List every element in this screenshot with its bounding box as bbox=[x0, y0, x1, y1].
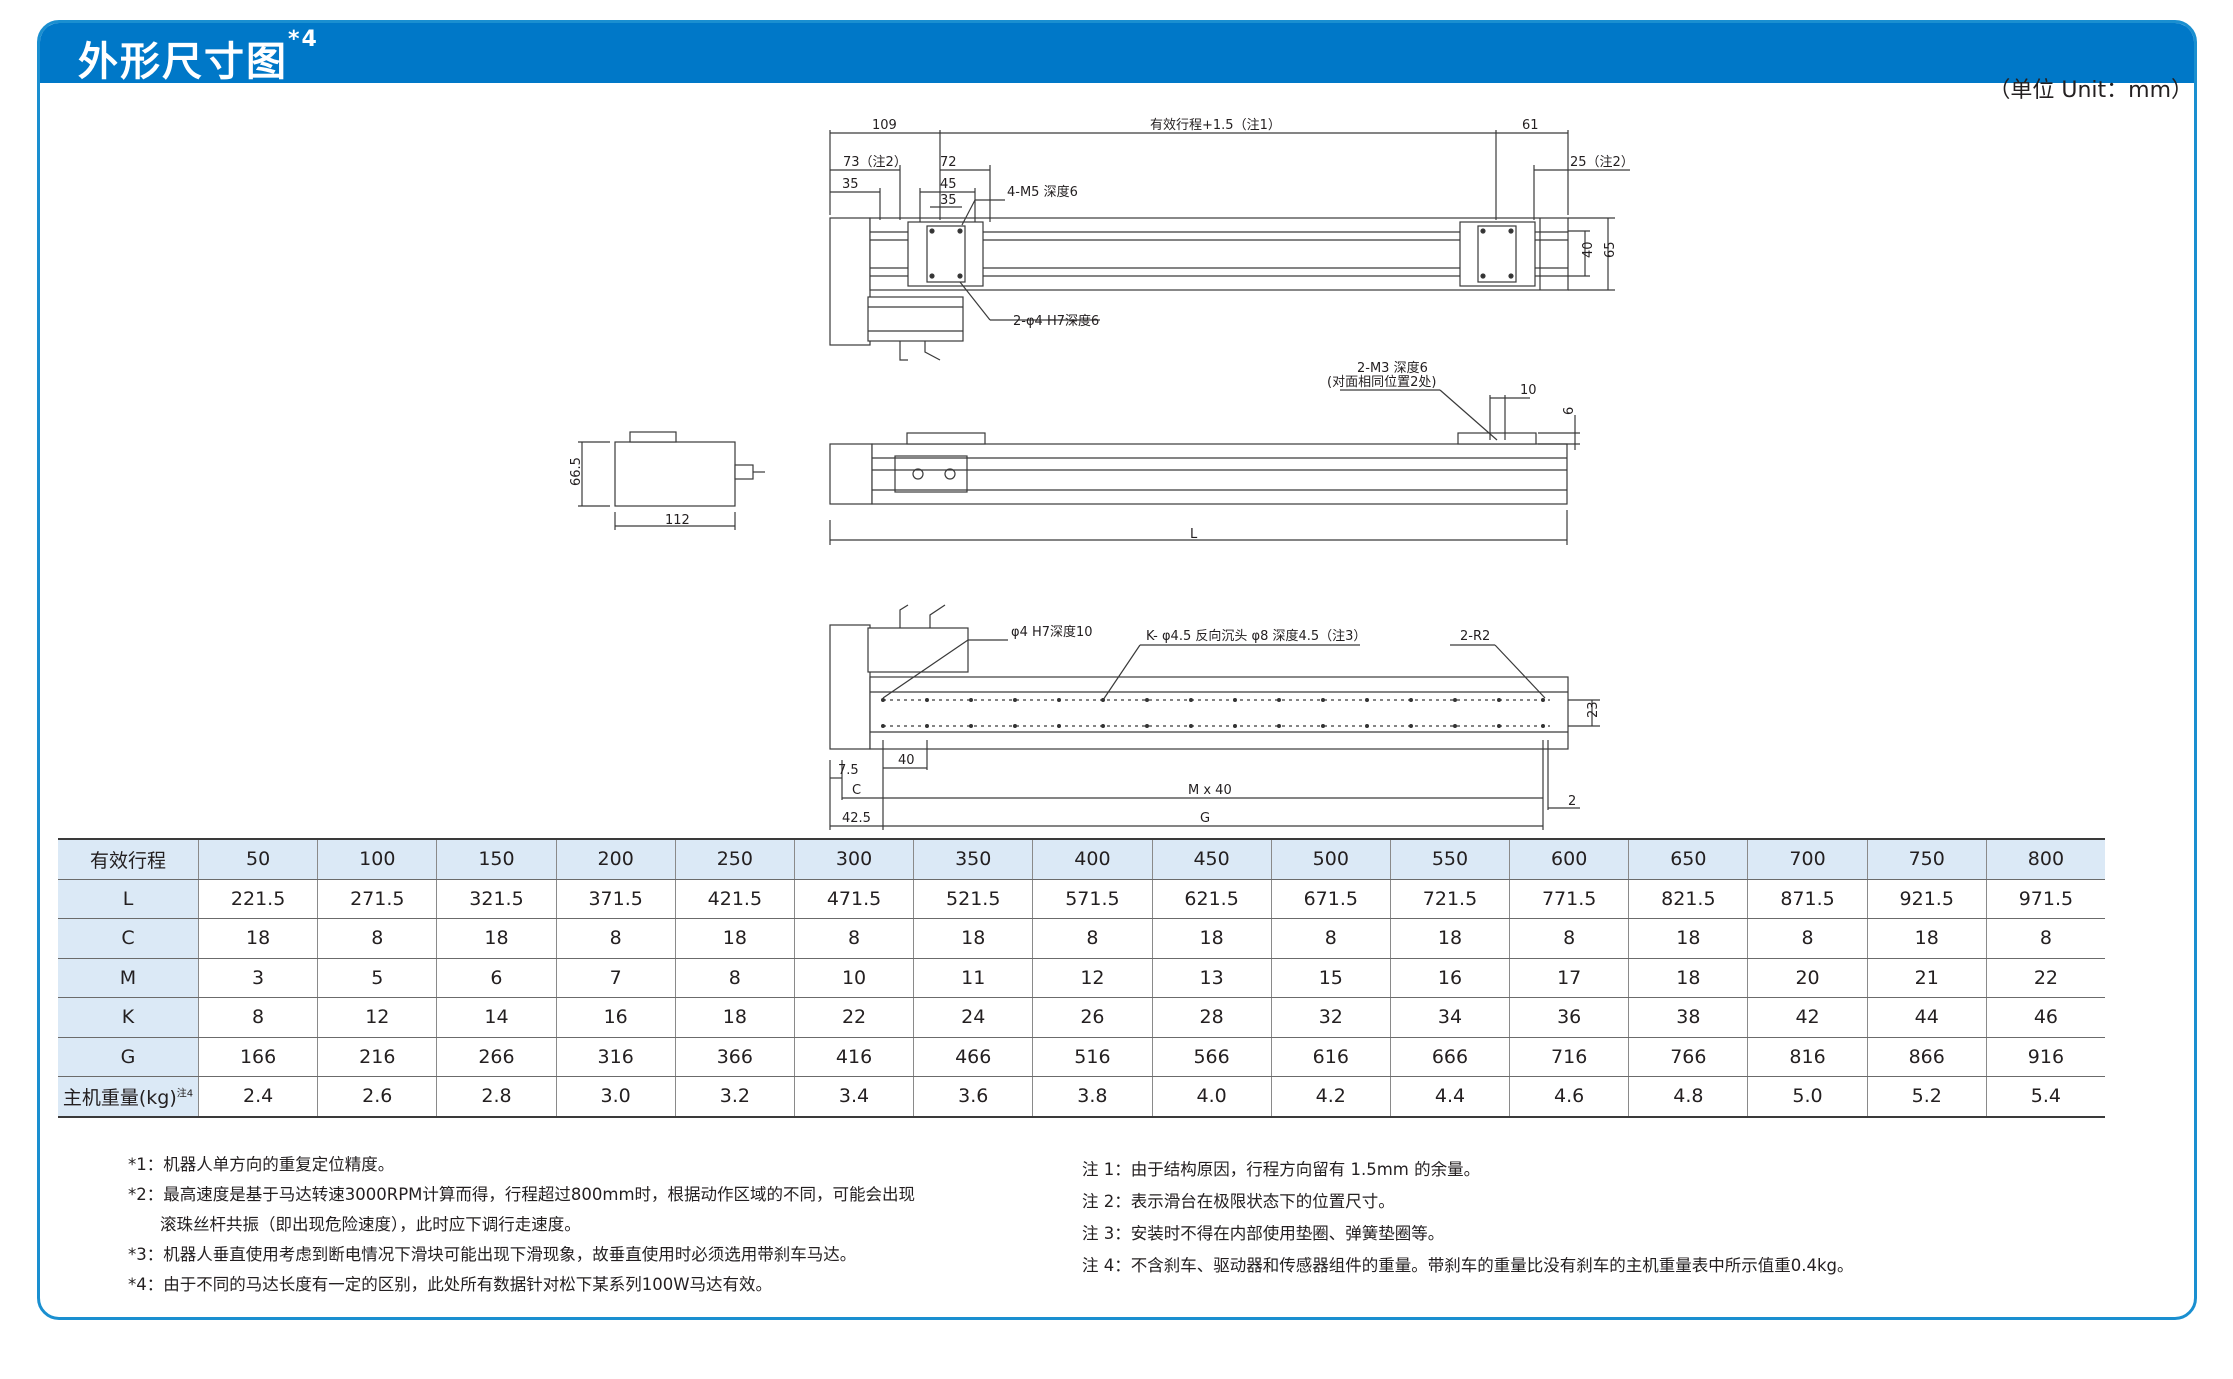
bottom-view: φ4 H7深度10 K- φ4.5 反向沉头 φ8 深度4.5（注3） 2-R2… bbox=[829, 604, 1601, 830]
footnote: *2：最高速度是基于马达转速3000RPM计算而得，行程超过800mm时，根据动… bbox=[128, 1185, 916, 1204]
dim-40: 40 bbox=[1581, 241, 1596, 258]
dim-k: K- φ4.5 反向沉头 φ8 深度4.5（注3） bbox=[1146, 628, 1366, 644]
dim-h7a: 2-φ4 H7深度6 bbox=[1013, 313, 1099, 329]
footnote: 注 4：不含刹车、驱动器和传感器组件的重量。带刹车的重量比没有刹车的主机重量表中… bbox=[1082, 1256, 1854, 1275]
footnote: *1：机器人单方向的重复定位精度。 bbox=[128, 1155, 395, 1174]
dim-G: G bbox=[1200, 811, 1210, 826]
dim-25: 25（注2） bbox=[1570, 155, 1634, 170]
dim-m3-note: (对面相同位置2处) bbox=[1327, 375, 1436, 390]
dim-66-5: 66.5 bbox=[569, 457, 584, 486]
dim-6: 6 bbox=[1562, 407, 1577, 415]
row-header: M bbox=[58, 958, 199, 998]
footnote: *4：由于不同的马达长度有一定的区别，此处所有数据针对松下某系列100W马达有效… bbox=[128, 1275, 773, 1294]
dim-65: 65 bbox=[1603, 241, 1618, 258]
dim-61: 61 bbox=[1522, 118, 1539, 133]
dim-35a: 35 bbox=[842, 177, 859, 192]
footnotes-left: *1：机器人单方向的重复定位精度。 *2：最高速度是基于马达转速3000RPM计… bbox=[128, 1150, 915, 1300]
title-footnote-mark: *4 bbox=[288, 27, 319, 52]
dim-m5: 4-M5 深度6 bbox=[1007, 184, 1078, 200]
dim-m3: 2-M3 深度6 bbox=[1357, 360, 1428, 376]
dim-7-5: 7.5 bbox=[838, 763, 859, 778]
dim-r2: 2-R2 bbox=[1460, 629, 1490, 644]
row-header: 主机重量(kg)注4 bbox=[58, 1076, 199, 1118]
footnote: 注 1：由于结构原因，行程方向留有 1.5mm 的余量。 bbox=[1082, 1160, 1481, 1179]
dim-Mx40: M x 40 bbox=[1188, 783, 1232, 798]
dim-C: C bbox=[852, 783, 861, 798]
content-frame: 外形尺寸图*4 bbox=[37, 20, 2197, 1320]
dim-42-5: 42.5 bbox=[842, 811, 871, 826]
footnote: *3：机器人垂直使用考虑到断电情况下滑块可能出现下滑现象，故垂直使用时必须选用带… bbox=[128, 1245, 857, 1264]
dim-73: 73（注2） bbox=[843, 155, 907, 170]
footnote: 滚珠丝杆共振（即出现危险速度），此时应下调行走速度。 bbox=[160, 1215, 581, 1234]
row-header: G bbox=[58, 1037, 199, 1077]
dim-23: 23 bbox=[1586, 701, 1601, 718]
row-header: C bbox=[58, 918, 199, 959]
side-view: 2-M3 深度6 (对面相同位置2处) 10 6 L 66.5 112 bbox=[569, 360, 1580, 545]
top-view: 109 有效行程+1.5（注1） 61 73（注2） 72 25（注2） 35 … bbox=[829, 118, 1634, 361]
dim-112: 112 bbox=[665, 513, 690, 528]
section-title: 外形尺寸图*4 bbox=[78, 27, 319, 85]
row-header: K bbox=[58, 997, 199, 1038]
dim-45: 45 bbox=[940, 177, 957, 192]
dim-stroke: 有效行程+1.5（注1） bbox=[1150, 118, 1281, 133]
row-header: 有效行程 bbox=[58, 838, 199, 880]
dim-h7b: φ4 H7深度10 bbox=[1011, 624, 1093, 640]
unit-label: （单位 Unit：mm） bbox=[1988, 78, 2193, 103]
footnote: 注 3：安装时不得在内部使用垫圈、弹簧垫圈等。 bbox=[1082, 1224, 1445, 1243]
dim-109: 109 bbox=[872, 118, 897, 133]
footnote: 注 2：表示滑台在极限状态下的位置尺寸。 bbox=[1082, 1192, 1395, 1211]
dim-72: 72 bbox=[940, 155, 957, 170]
dim-10: 10 bbox=[1520, 383, 1537, 398]
footnotes-right: 注 1：由于结构原因，行程方向留有 1.5mm 的余量。 注 2：表示滑台在极限… bbox=[1082, 1154, 1854, 1282]
dim-40b: 40 bbox=[898, 753, 915, 768]
dim-L: L bbox=[1190, 527, 1198, 542]
dim-35b: 35 bbox=[940, 193, 957, 208]
row-header: L bbox=[58, 879, 199, 919]
section-header: 外形尺寸图*4 bbox=[40, 23, 2194, 85]
dim-2: 2 bbox=[1568, 794, 1576, 809]
